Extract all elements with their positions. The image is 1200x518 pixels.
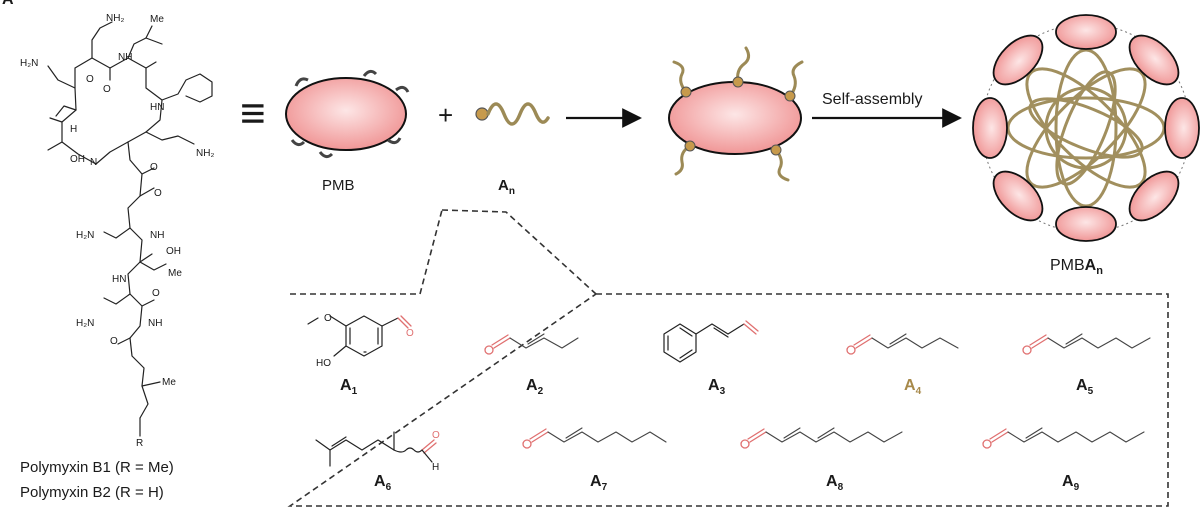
- an-molecule: [475, 102, 550, 126]
- pmban-nanoparticle: [972, 14, 1200, 242]
- label-a2: A2: [526, 377, 544, 397]
- atom-me-mid: Me: [168, 268, 182, 279]
- structure-a3: [663, 320, 759, 363]
- atom-o-4: O: [154, 188, 162, 199]
- atom-o-5: O: [152, 288, 160, 299]
- atom-oh-1: OH: [70, 154, 85, 165]
- pmb-ellipse: [285, 69, 410, 159]
- atom-nh2-top: NH₂: [106, 13, 124, 24]
- pmb-an-conjugate: [668, 46, 804, 182]
- structure-a5: [1022, 333, 1151, 355]
- a6-atom-h: H: [432, 462, 439, 473]
- atom-nh-1: NH: [118, 52, 132, 63]
- structure-a7: [522, 427, 667, 449]
- atom-me-tail: Me: [162, 377, 176, 388]
- structure-a4: [846, 333, 959, 355]
- an-label: An: [498, 177, 515, 197]
- a1-atom-o: O: [406, 328, 414, 339]
- atom-nh-2: NH: [150, 230, 164, 241]
- atom-o-3: O: [150, 162, 158, 173]
- atom-me-top: Me: [150, 14, 164, 25]
- structure-a6: O H: [315, 430, 440, 473]
- atom-nh-3: NH: [148, 318, 162, 329]
- equivalence-sign: ≡: [240, 89, 266, 138]
- atom-o-6: O: [110, 336, 118, 347]
- panel-letter: A: [2, 0, 14, 8]
- plus-sign: +: [438, 100, 453, 130]
- label-a8: A8: [826, 473, 844, 493]
- a1-atom-o-methoxy: O: [324, 313, 332, 324]
- pmban-label: PMBAn: [1050, 257, 1103, 277]
- polymyxin-b2-label: Polymyxin B2 (R = H): [20, 484, 164, 501]
- structure-a2: [484, 333, 579, 355]
- structure-a9: [982, 427, 1145, 449]
- structure-a1: O HO O: [307, 313, 414, 369]
- atom-h2n-left: H₂N: [20, 58, 38, 69]
- atom-nh2-right: NH₂: [196, 148, 214, 159]
- atom-o-2: O: [103, 84, 111, 95]
- a1-atom-ho: HO: [316, 358, 331, 369]
- label-a3: A3: [708, 377, 726, 397]
- label-a5: A5: [1076, 377, 1094, 397]
- label-a9: A9: [1062, 473, 1080, 493]
- label-a7: A7: [590, 473, 608, 493]
- atom-oh-2: OH: [166, 246, 181, 257]
- atom-r: R: [136, 438, 143, 449]
- atom-hn-1: HN: [150, 102, 164, 113]
- a6-atom-o: O: [432, 430, 440, 441]
- atom-h-1: H: [70, 124, 77, 135]
- label-a6: A6: [374, 473, 392, 493]
- polymyxin-b1-label: Polymyxin B1 (R = Me): [20, 459, 174, 476]
- atom-h2n-mid: H₂N: [76, 230, 94, 241]
- atom-n-1: N: [90, 157, 97, 168]
- atom-o-1: O: [86, 74, 94, 85]
- aldehyde-library-box: [287, 209, 1169, 507]
- label-a4: A4: [904, 377, 922, 397]
- label-a1: A1: [340, 377, 358, 397]
- self-assembly-label: Self-assembly: [822, 91, 922, 108]
- polymyxin-structure: NH₂ Me H₂N O O NH HN H OH N NH₂ O O H₂N …: [20, 13, 214, 501]
- atom-h2n-low: H₂N: [76, 318, 94, 329]
- pmb-label: PMB: [322, 177, 355, 194]
- atom-hn-2: HN: [112, 274, 126, 285]
- structure-a8: [740, 427, 903, 449]
